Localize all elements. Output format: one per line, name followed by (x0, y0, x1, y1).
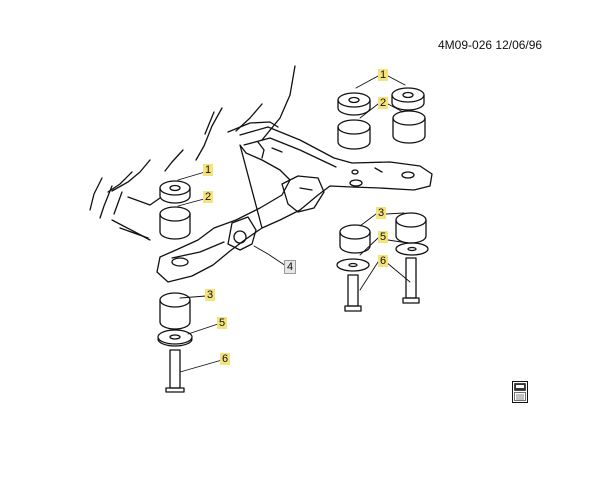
callout-4: 4 (284, 260, 297, 274)
manual-book-icon (512, 381, 528, 403)
callout-1-left: 1 (203, 164, 214, 176)
callout-6-right: 6 (378, 255, 389, 267)
callout-3-left: 3 (205, 289, 216, 301)
callout-1-right: 1 (378, 69, 389, 81)
document-date: 12/06/96 (495, 38, 543, 52)
vehicle-body-outline (89, 65, 296, 241)
callout-5-left: 5 (217, 317, 228, 329)
callout-5-right: 5 (378, 231, 389, 243)
callout-3-right: 3 (376, 207, 387, 219)
frame-cradle (156, 126, 433, 283)
document-id: 4M09-026 (438, 38, 493, 52)
right-upper-bushings (337, 87, 426, 150)
callout-2-left: 2 (203, 191, 214, 203)
leader-lines (177, 75, 411, 373)
document-id-date: 4M09-026 12/06/96 (438, 38, 542, 52)
callout-2-right: 2 (378, 97, 389, 109)
callout-6-left: 6 (220, 353, 231, 365)
left-bushing-stack (157, 180, 193, 393)
right-lower-bushings (336, 212, 429, 312)
